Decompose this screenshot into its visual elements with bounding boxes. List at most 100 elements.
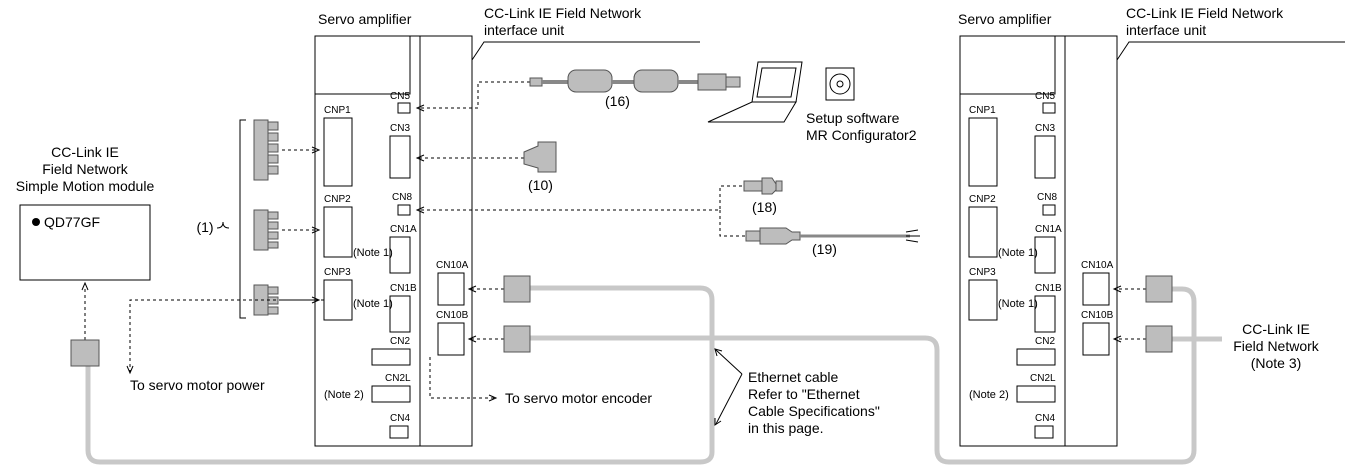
cn2l-connector-right [1016, 385, 1056, 403]
eth-callout-line-1 [715, 349, 743, 375]
servo-amplifier-right: Servo amplifier CC-Link IE Field Network… [958, 5, 1345, 447]
amp-display-right [959, 35, 1056, 95]
cn1b-label: CN1B [390, 283, 417, 294]
cn8-connector [397, 204, 411, 216]
cn10b-label: CN10B [436, 310, 469, 321]
note2-right: (Note 2) [969, 389, 1009, 401]
iface-title-right-1: CC-Link IE Field Network [1126, 5, 1284, 21]
setup-software-label: Setup software [806, 110, 900, 126]
cn8-connector-right [1042, 204, 1056, 216]
cn1b-label-right: CN1B [1035, 283, 1062, 294]
cn2-connector [371, 348, 411, 366]
cn10b-connector-right [1082, 322, 1110, 356]
eth-cable-label-1: Ethernet cable [748, 369, 838, 385]
cnp2-connector-right [968, 206, 998, 258]
cn10a-ethernet-plug [503, 275, 531, 303]
eth-callout-arrow-1 [714, 348, 723, 357]
motor-encoder-link [429, 357, 495, 399]
cn4-label-right: CN4 [1035, 413, 1055, 424]
cn10a-label: CN10A [436, 260, 469, 271]
cn1a-label: CN1A [390, 224, 417, 235]
cn3-label: CN3 [390, 123, 410, 134]
ethernet-cable-middle [530, 286, 1197, 465]
usb-arrow-icon [415, 104, 425, 112]
module-box [19, 204, 151, 281]
cn10a-connector-right [1082, 272, 1110, 306]
usb-cable-icon [529, 69, 741, 93]
cd-icon [825, 67, 855, 101]
motor-encoder-label: To servo motor encoder [505, 390, 652, 406]
cn2l-label: CN2L [385, 373, 411, 384]
brace-point [216, 221, 230, 229]
cn3-cable-connector-icon [523, 141, 557, 173]
module-ethernet-plug [70, 339, 100, 367]
cn8-arrow-icon [415, 206, 425, 214]
cn4-label: CN4 [390, 413, 410, 424]
network-label-1: CC-Link IE [1242, 321, 1310, 337]
cnp1-connector [323, 117, 353, 187]
module-title-2: Field Network [42, 161, 129, 177]
cn10b-connector [437, 322, 465, 356]
network-label-2: Field Network [1233, 338, 1320, 354]
item-16-label: (16) [605, 93, 630, 109]
amp-display-left [314, 35, 411, 95]
iface-unit-left [419, 35, 473, 447]
laptop-icon [707, 61, 803, 123]
eth-cable-label-4: in this page. [748, 420, 824, 436]
motor-encoder-arrow-icon [488, 394, 498, 402]
note1-cn1a-left: (Note 1) [353, 247, 393, 259]
module-arrow-icon [81, 281, 89, 291]
item-18-label: (18) [752, 199, 777, 215]
cn8-plug-icon [743, 177, 783, 195]
cnp2-connector [323, 206, 353, 258]
bracket-left [239, 119, 246, 319]
cn10b-label-right: CN10B [1081, 310, 1114, 321]
cn8-link-2 [719, 210, 746, 237]
cn2l-connector [371, 385, 411, 403]
cn4-connector [389, 425, 409, 439]
item-1-label: (1) [196, 219, 213, 235]
cn2l-label-right: CN2L [1030, 373, 1056, 384]
cn3-label-right: CN3 [1035, 123, 1055, 134]
cn1a-connector-right [1034, 236, 1056, 274]
note1-cn1b-left: (Note 1) [353, 298, 393, 310]
cn1a-connector [389, 236, 411, 274]
cn2-label-right: CN2 [1035, 336, 1055, 347]
cn4-connector-right [1034, 425, 1054, 439]
item-10-label: (10) [528, 177, 553, 193]
cn3-connector-right [1034, 135, 1056, 179]
note2-left: (Note 2) [324, 389, 364, 401]
eth-callout-line-2 [715, 373, 743, 425]
cnp2-plug-icon [253, 209, 279, 251]
cn10b-arrow-icon-right [1112, 335, 1122, 343]
cnp3-connector [323, 279, 353, 321]
simple-motion-module: CC-Link IE Field Network Simple Motion m… [16, 144, 154, 367]
module-model: QD77GF [44, 214, 100, 230]
cnp1-label: CNP1 [324, 105, 351, 116]
cn10a-connector [437, 272, 465, 306]
cn10a-ethernet-plug-right [1145, 275, 1173, 303]
cn10a-label-right: CN10A [1081, 260, 1114, 271]
cn10a-arrow-icon [467, 285, 477, 293]
cn3-arrow-icon [415, 154, 425, 162]
servo-amp-title-right: Servo amplifier [958, 11, 1052, 27]
cnp2-label-right: CNP2 [969, 194, 996, 205]
eth-callout-arrow-2 [714, 418, 722, 426]
mr-configurator-label: MR Configurator2 [806, 127, 917, 143]
power-connector-group: (1) [196, 119, 321, 319]
motor-power-arrow-icon [126, 365, 134, 375]
cn10a-arrow-icon-right [1112, 285, 1122, 293]
cnp3-connector-right [968, 279, 998, 321]
eth-cable-label-2: Refer to "Ethernet [748, 386, 860, 402]
cnp2-label: CNP2 [324, 194, 351, 205]
motor-power-label: To servo motor power [130, 377, 265, 393]
iface-title-left-1: CC-Link IE Field Network [484, 5, 642, 21]
item-19-label: (19) [812, 241, 837, 257]
cn5-label: CN5 [390, 91, 410, 102]
usb-link [418, 81, 530, 109]
network-label-3: (Note 3) [1251, 355, 1302, 371]
cn1a-label-right: CN1A [1035, 224, 1062, 235]
cn5-label-right: CN5 [1035, 91, 1055, 102]
cn2-connector-right [1016, 348, 1056, 366]
cnp1-connector-right [968, 117, 998, 187]
